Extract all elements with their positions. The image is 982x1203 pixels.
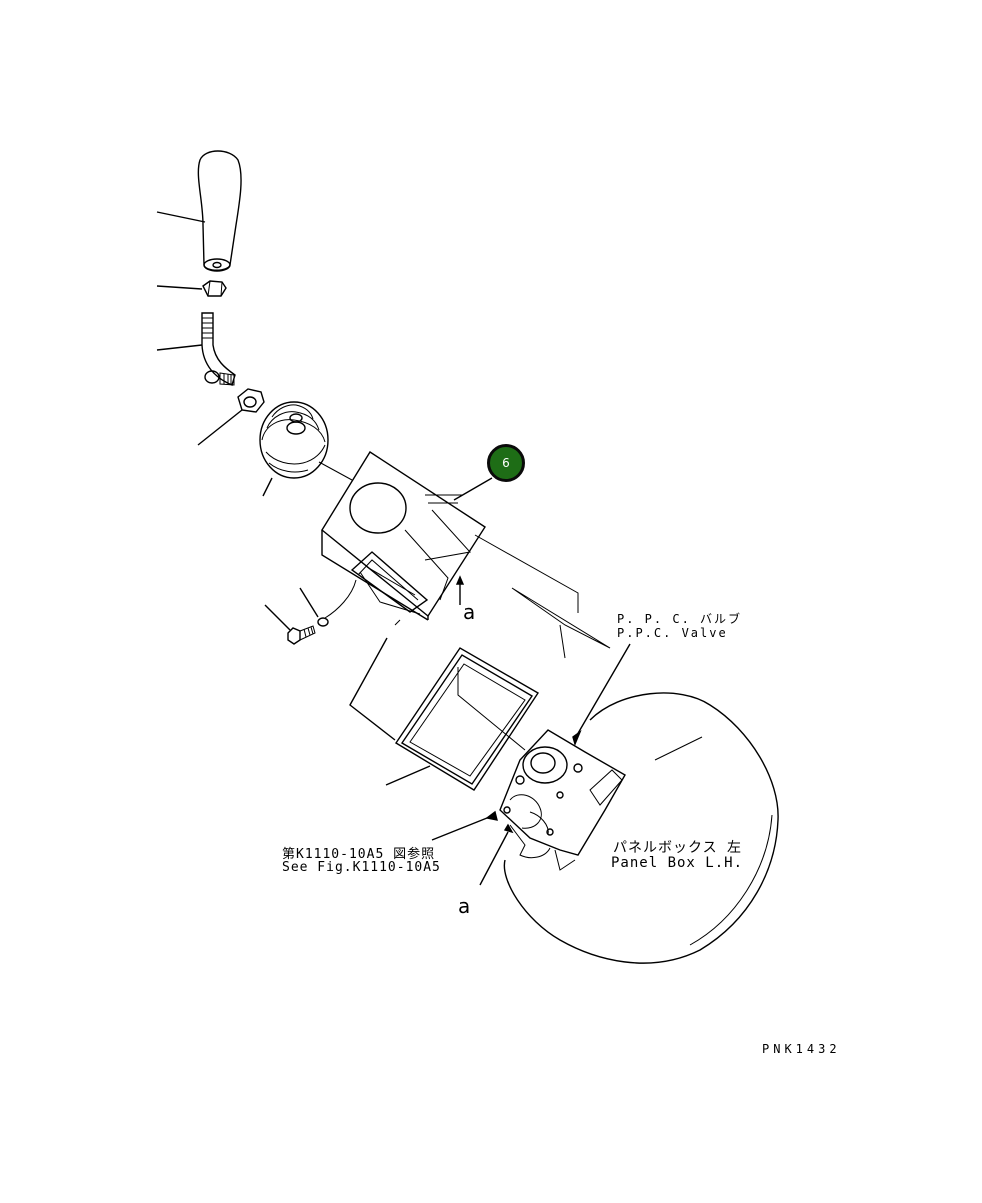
panel-box-label-jp: パネルボックス 左 bbox=[613, 840, 743, 856]
leader-line-see-fig bbox=[431, 810, 498, 841]
leader-line-knob bbox=[156, 211, 206, 223]
leader-line-ppc-valve bbox=[572, 643, 631, 747]
see-fig-label-jp: 第K1110-10A5 図参照 bbox=[282, 847, 436, 862]
spring-washer bbox=[317, 617, 329, 627]
leader-line-nut bbox=[156, 285, 203, 290]
view-label-a-lower: a bbox=[458, 894, 471, 918]
bolt bbox=[287, 625, 316, 645]
ppc-valve-label-jp: P. P. C. バルブ bbox=[617, 612, 743, 626]
panel-box bbox=[503, 692, 779, 964]
bracket bbox=[350, 551, 429, 615]
gasket bbox=[395, 647, 539, 791]
nut bbox=[202, 280, 227, 297]
leader-line-callout bbox=[453, 477, 493, 501]
view-arrow-a-upper bbox=[455, 575, 465, 605]
ppc-valve-label-en: P.P.C. Valve bbox=[617, 626, 728, 640]
see-fig-label-en: See Fig.K1110-10A5 bbox=[282, 860, 441, 875]
leader-line-boot bbox=[262, 477, 273, 497]
frame-outline bbox=[349, 619, 401, 741]
lever-knob bbox=[197, 150, 242, 272]
view-label-a-upper: a bbox=[463, 600, 476, 624]
ppc-valve bbox=[499, 729, 626, 871]
leader-line-rod bbox=[156, 344, 203, 351]
cover-plate bbox=[321, 451, 486, 621]
drawing-code: PNK1432 bbox=[762, 1042, 841, 1056]
leader-line-gasket bbox=[385, 765, 431, 786]
panel-box-label-en: Panel Box L.H. bbox=[611, 855, 744, 871]
washer-nut bbox=[237, 388, 265, 413]
view-arrow-a-lower bbox=[479, 823, 514, 886]
leader-line-spring-washer bbox=[299, 587, 319, 618]
leader-line-washer bbox=[197, 409, 243, 446]
callout-number-6[interactable]: 6 bbox=[487, 444, 525, 482]
ppc-valve-wedge bbox=[474, 534, 611, 659]
lever-rod bbox=[201, 312, 236, 386]
rubber-boot bbox=[259, 401, 329, 479]
leader-line-bolt bbox=[264, 604, 291, 631]
